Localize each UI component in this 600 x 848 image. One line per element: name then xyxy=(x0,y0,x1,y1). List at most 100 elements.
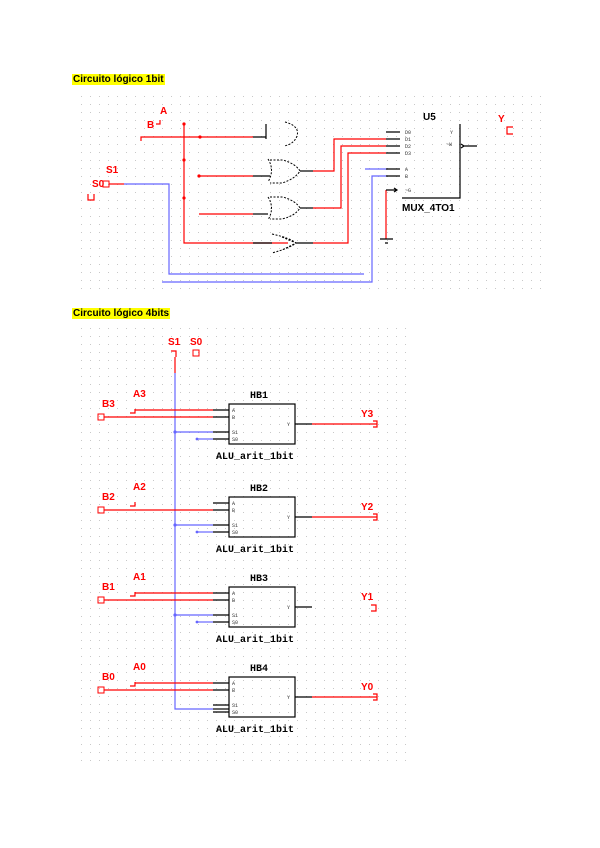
mux-name: MUX_4TO1 xyxy=(402,203,455,214)
select-port-s1[interactable] xyxy=(171,350,177,357)
wire-or1-d1 xyxy=(313,138,386,172)
grid-area-4bits xyxy=(76,326,408,768)
input-label-a2: A2 xyxy=(133,482,146,493)
pin-a: A xyxy=(232,681,235,687)
alu-name: ALU_arit_1bit xyxy=(216,544,294,556)
output-label-y2: Y2 xyxy=(361,502,374,513)
input-port-s0[interactable] xyxy=(87,194,95,201)
pin-a: A xyxy=(405,167,408,173)
input-label-b2: B2 xyxy=(102,492,115,503)
junction xyxy=(182,122,186,126)
circuit-4bits: S1 S0 xyxy=(168,337,229,710)
pin-b: B xyxy=(232,688,235,694)
junction xyxy=(173,613,177,617)
pin-y: Y xyxy=(287,605,290,611)
junction xyxy=(173,523,177,527)
wire-xor-d3 xyxy=(313,152,386,244)
input-label-a1: A1 xyxy=(133,572,146,583)
junction xyxy=(195,530,199,534)
pin-a: A xyxy=(232,501,235,507)
wire-s1 xyxy=(124,183,364,275)
pin-y: Y xyxy=(287,695,290,701)
circuit-1bit: A B S1 xyxy=(87,106,513,283)
pin-y: Y xyxy=(287,515,290,521)
output-label-y: Y xyxy=(498,114,505,125)
alu-ref: HB1 xyxy=(250,391,268,402)
pin-s0: S0 xyxy=(232,710,238,716)
pin-y: Y xyxy=(287,422,290,428)
pin-s1: S1 xyxy=(232,523,238,529)
pin-w: ~W xyxy=(446,142,452,148)
output-label-y1: Y1 xyxy=(361,592,374,603)
output-port-y3[interactable] xyxy=(373,420,378,428)
pin-d2: D2 xyxy=(405,144,411,150)
input-label-a: A xyxy=(160,106,167,117)
or-gate-1 xyxy=(267,158,301,184)
heading-circuit-1bit: Circuito lógico 1bit xyxy=(72,74,165,85)
pin-s1: S1 xyxy=(232,703,238,709)
input-label-a0: A0 xyxy=(133,662,146,673)
input-port-a[interactable] xyxy=(156,120,161,125)
output-port-y[interactable] xyxy=(506,126,513,135)
bus-s1 xyxy=(174,373,213,710)
input-port-a2[interactable] xyxy=(130,502,136,507)
select-label-s1: S1 xyxy=(168,337,181,348)
mux-body xyxy=(402,124,461,199)
heading-circuit-4bits: Circuito lógico 4bits xyxy=(72,308,171,319)
pin-b: B xyxy=(232,508,235,514)
input-label-s0: S0 xyxy=(92,179,105,190)
pin-y: Y xyxy=(450,130,453,136)
wire-or2-d2 xyxy=(313,145,386,209)
junction xyxy=(173,430,177,434)
select-port-s0[interactable] xyxy=(192,349,200,357)
mux-4to1[interactable]: U5 MUX_4TO1 D0 D1 D2 D3 A B ~G Y ~W xyxy=(402,112,477,214)
pin-b: B xyxy=(232,598,235,604)
junction xyxy=(182,158,186,162)
pin-s0: S0 xyxy=(232,530,238,536)
alu-ref: HB4 xyxy=(250,664,268,675)
junction xyxy=(195,620,199,624)
pin-b: B xyxy=(405,174,408,180)
pin-a: A xyxy=(232,591,235,597)
pin-d1: D1 xyxy=(405,137,411,143)
input-label-b3: B3 xyxy=(102,399,115,410)
ground-icon xyxy=(380,238,393,244)
output-label-y3: Y3 xyxy=(361,409,374,420)
junction xyxy=(197,174,201,178)
junction xyxy=(195,437,199,441)
mux-ref: U5 xyxy=(423,112,436,123)
alu-ref: HB2 xyxy=(250,484,268,495)
alu-name: ALU_arit_1bit xyxy=(216,724,294,736)
alu-ref: HB3 xyxy=(250,574,268,585)
input-label-s1: S1 xyxy=(106,165,119,176)
alu-name: ALU_arit_1bit xyxy=(216,634,294,646)
pin-d0: D0 xyxy=(405,130,411,136)
select-label-s0: S0 xyxy=(190,337,203,348)
pin-a: A xyxy=(232,408,235,414)
input-label-b1: B1 xyxy=(102,582,115,593)
junction xyxy=(182,196,186,200)
and-gate xyxy=(283,121,298,147)
wire-s0 xyxy=(162,175,388,283)
output-port-y2[interactable] xyxy=(373,513,378,521)
pin-s1: S1 xyxy=(232,430,238,436)
grid-area-1bit xyxy=(76,92,546,290)
pin-g: ~G xyxy=(405,188,411,194)
input-label-b: B xyxy=(147,120,154,131)
pin-s1: S1 xyxy=(232,613,238,619)
input-label-a3: A3 xyxy=(133,389,146,400)
output-port-y1[interactable] xyxy=(371,604,377,612)
input-label-b0: B0 xyxy=(102,672,115,683)
input-port-b[interactable] xyxy=(140,136,146,141)
alu-name: ALU_arit_1bit xyxy=(216,451,294,463)
pin-b: B xyxy=(232,415,235,421)
output-label-y0: Y0 xyxy=(361,682,374,693)
pin-d3: D3 xyxy=(405,151,411,157)
output-port-y0[interactable] xyxy=(373,693,378,701)
or-gate-2 xyxy=(267,196,301,221)
